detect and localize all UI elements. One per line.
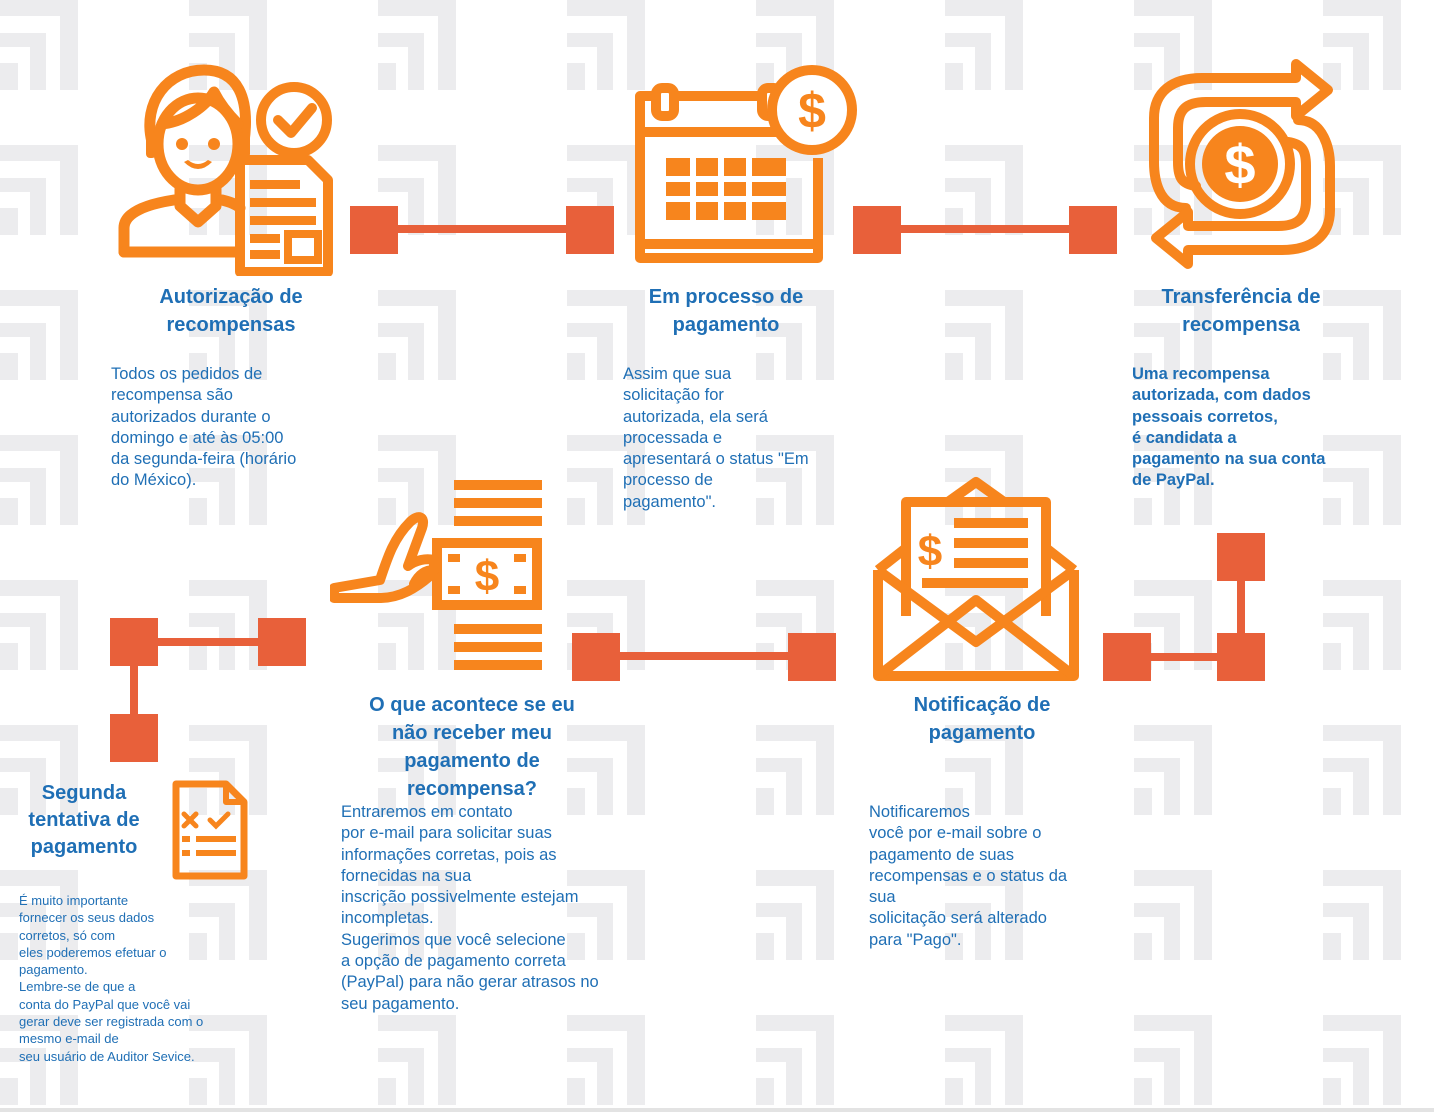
step5-title: O que acontece se eu não receber meu pag…: [369, 694, 575, 800]
checklist-document-icon: [172, 780, 248, 880]
bottom-divider: [0, 1108, 1434, 1112]
svg-text:$: $: [798, 83, 826, 139]
step3-description: Uma recompensa autorizada, com dados pes…: [1132, 365, 1326, 490]
step2-title: Em processo de pagamento: [648, 286, 804, 336]
step4-description: Notificaremos você por e-mail sobre o pa…: [869, 803, 1068, 949]
connector-step5-step6: [110, 618, 306, 762]
step1-title: Autorização de recompensas: [159, 286, 303, 336]
connector-step3-step4: [1103, 533, 1265, 681]
step3-title: Transferência de recompensa: [1161, 286, 1321, 336]
step4-title: Notificação de pagamento: [913, 694, 1051, 744]
calendar-dollar-icon: $: [635, 65, 857, 263]
svg-text:$: $: [475, 552, 499, 601]
step1-description: Todos os pedidos de recompensa são autor…: [111, 365, 297, 490]
step2-description: Assim que sua solicitação for autorizada…: [623, 365, 809, 511]
step6-title: Segunda tentativa de pagamento: [28, 782, 140, 858]
connector-step1-step2: [350, 206, 614, 254]
connector-step2-step3: [853, 206, 1117, 254]
envelope-invoice-icon: $: [873, 477, 1079, 681]
step5-description: Entraremos em contato por e-mail para so…: [341, 803, 599, 1013]
person-approval-document-icon: [118, 64, 333, 276]
money-transfer-arrows-icon: $: [1149, 59, 1335, 269]
connector-step4-step5: [572, 633, 836, 681]
svg-text:$: $: [1224, 133, 1255, 196]
svg-text:$: $: [918, 527, 942, 576]
step6-description: É muito importante fornecer os seus dado…: [19, 893, 204, 1064]
hand-cash-icon: $: [330, 480, 542, 670]
